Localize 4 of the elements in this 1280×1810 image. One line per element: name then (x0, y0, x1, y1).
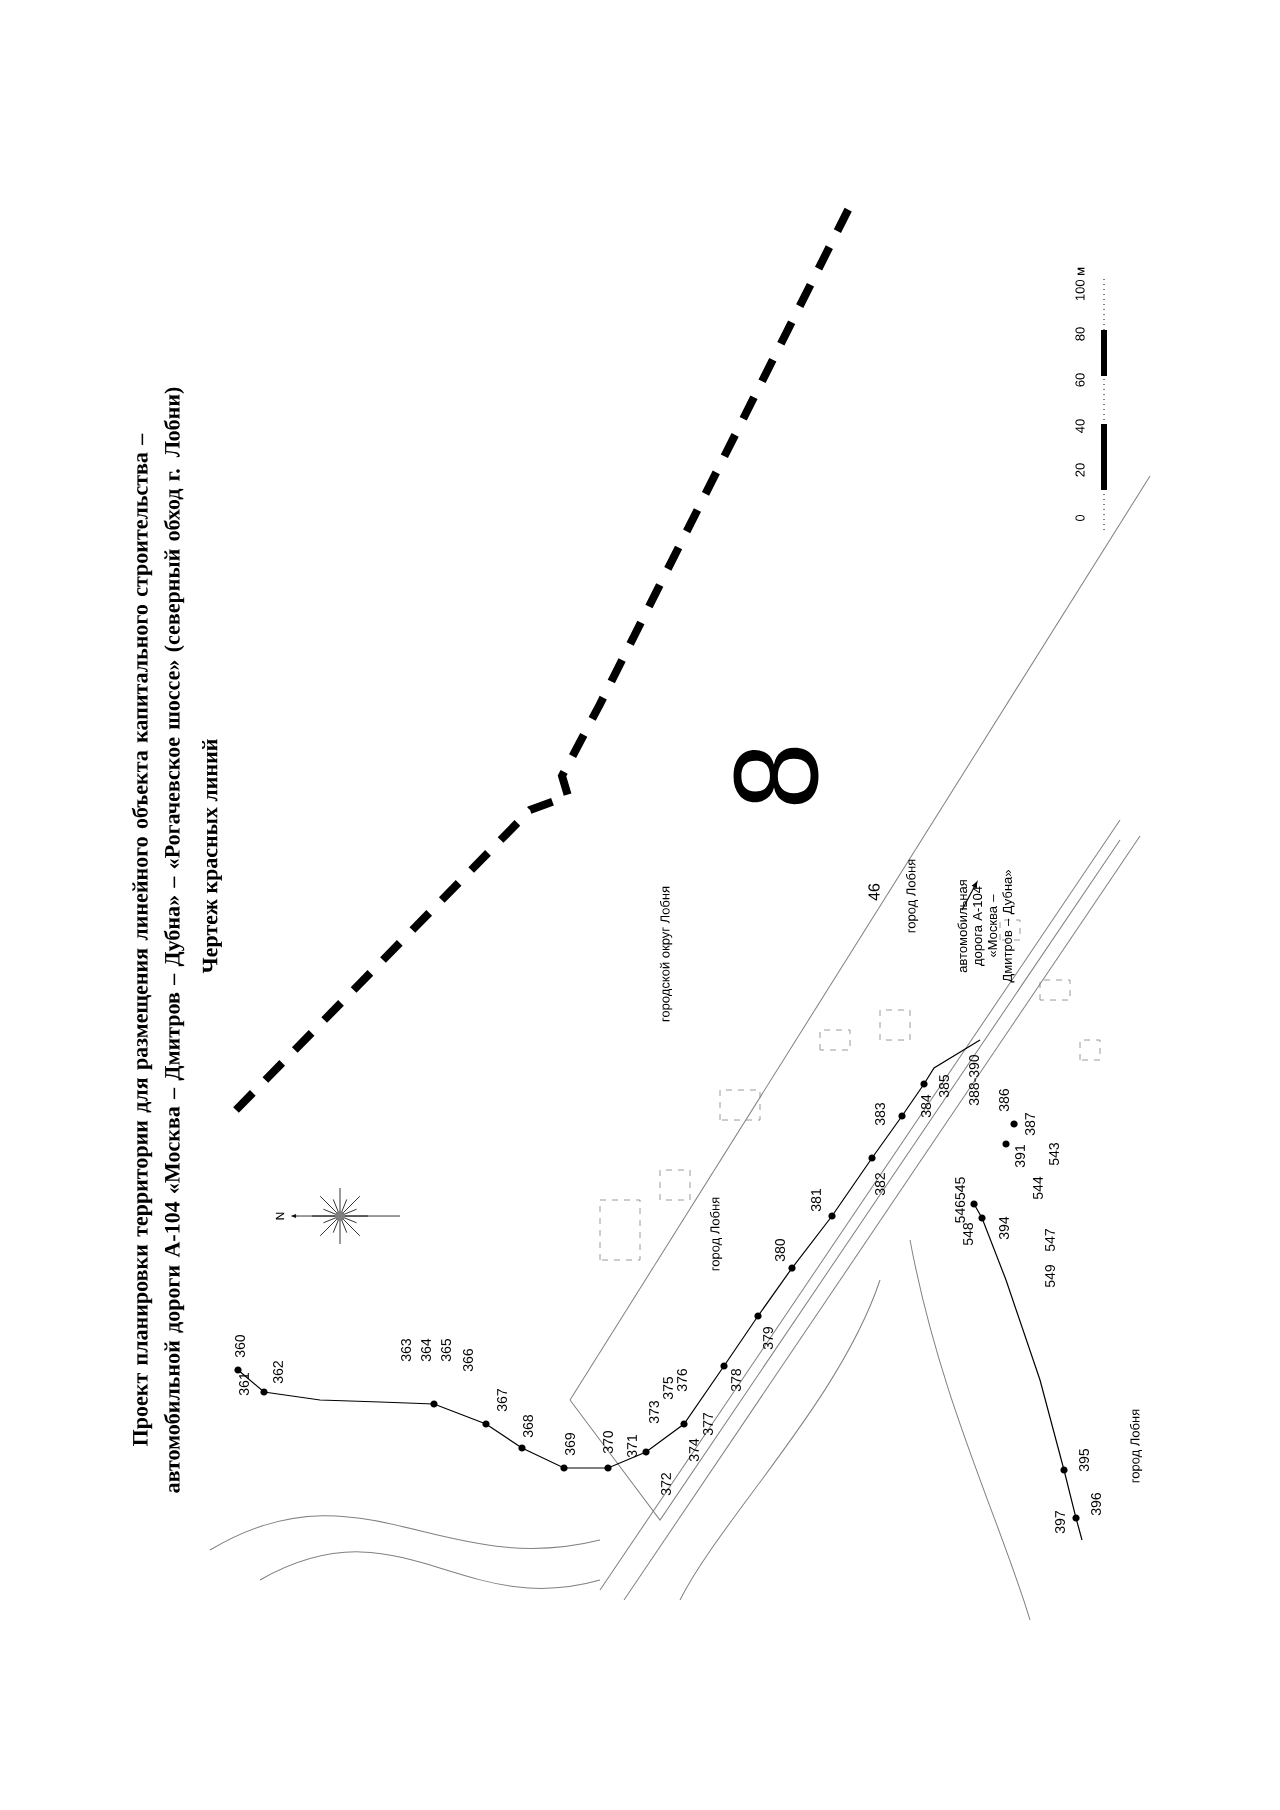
zone-number: 8 (733, 747, 819, 805)
title: Проект планировки территории для размещения линейного объекта капитального строительства – автомобильной дороги А-104 «Москва – Дмитров – Дубна» – «Рогачевское шоссе» (северный обход г. Лобни) (131, 387, 185, 1493)
subtitle: Чертеж красных линий (202, 739, 222, 974)
page-number: 46 (868, 883, 880, 901)
